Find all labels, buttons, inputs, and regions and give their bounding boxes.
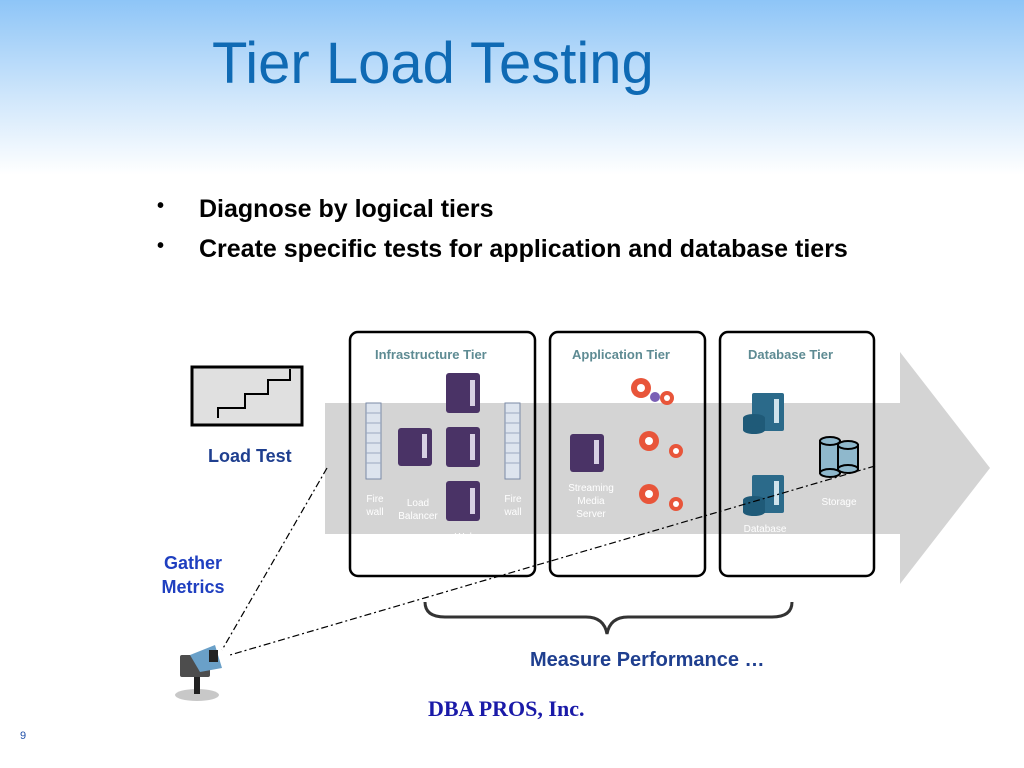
staircase-chart-icon: [190, 365, 304, 427]
database-label: Database: [743, 524, 787, 535]
bullet-icon: •: [157, 235, 165, 257]
load-balancer-label: Load Balancer: [398, 498, 438, 522]
firewall-right-label: Fire wall: [504, 494, 522, 518]
measure-performance-label: Measure Performance …: [530, 649, 765, 671]
firewall-icon: [504, 402, 521, 480]
bullet-text: Diagnose by logical tiers: [199, 195, 494, 223]
application-tier-box: [548, 330, 707, 578]
firewall-icon: [365, 402, 382, 480]
bullet-item: • Diagnose by logical tiers: [155, 195, 848, 235]
measurement-line: [221, 467, 328, 651]
server-icon: [398, 428, 432, 466]
database-icon: [743, 393, 784, 434]
bullet-item: • Create specific tests for application …: [155, 235, 848, 275]
header-background: [0, 0, 1024, 175]
page-number: 9: [20, 730, 27, 742]
gear-icon: [631, 378, 674, 405]
server-icon: [570, 434, 604, 472]
infrastructure-tier-box: [348, 330, 537, 578]
company-name: DBA PROS, Inc.: [428, 696, 585, 721]
load-test-label: Load Test: [208, 446, 292, 466]
server-icon: [446, 481, 480, 521]
slide-title: Tier Load Testing: [212, 31, 654, 96]
firewall-left-label: Fire wall: [366, 494, 384, 518]
infrastructure-tier-title: Infrastructure Tier: [375, 347, 487, 362]
gather-metrics-label: Gather Metrics: [161, 553, 225, 597]
gear-icon: [639, 484, 683, 511]
storage-icon: [819, 436, 859, 478]
curly-brace: [423, 601, 794, 635]
web-label: Web: [454, 532, 476, 543]
server-icon: [446, 373, 480, 413]
bullet-text: Create specific tests for application an…: [199, 235, 848, 263]
measurement-line: [229, 465, 876, 656]
database-tier-box: [718, 330, 876, 578]
application-tier-title: Application Tier: [572, 347, 670, 362]
flow-arrow: [325, 352, 990, 584]
bullet-list: • Diagnose by logical tiers • Create spe…: [155, 195, 848, 275]
server-icon: [446, 427, 480, 467]
bullet-icon: •: [157, 195, 165, 217]
gear-icon: [639, 431, 683, 458]
camera-icon: [175, 645, 222, 701]
storage-label: Storage: [821, 497, 857, 508]
database-tier-title: Database Tier: [748, 347, 834, 362]
streaming-media-server-label: Streaming Media Server: [568, 483, 614, 520]
